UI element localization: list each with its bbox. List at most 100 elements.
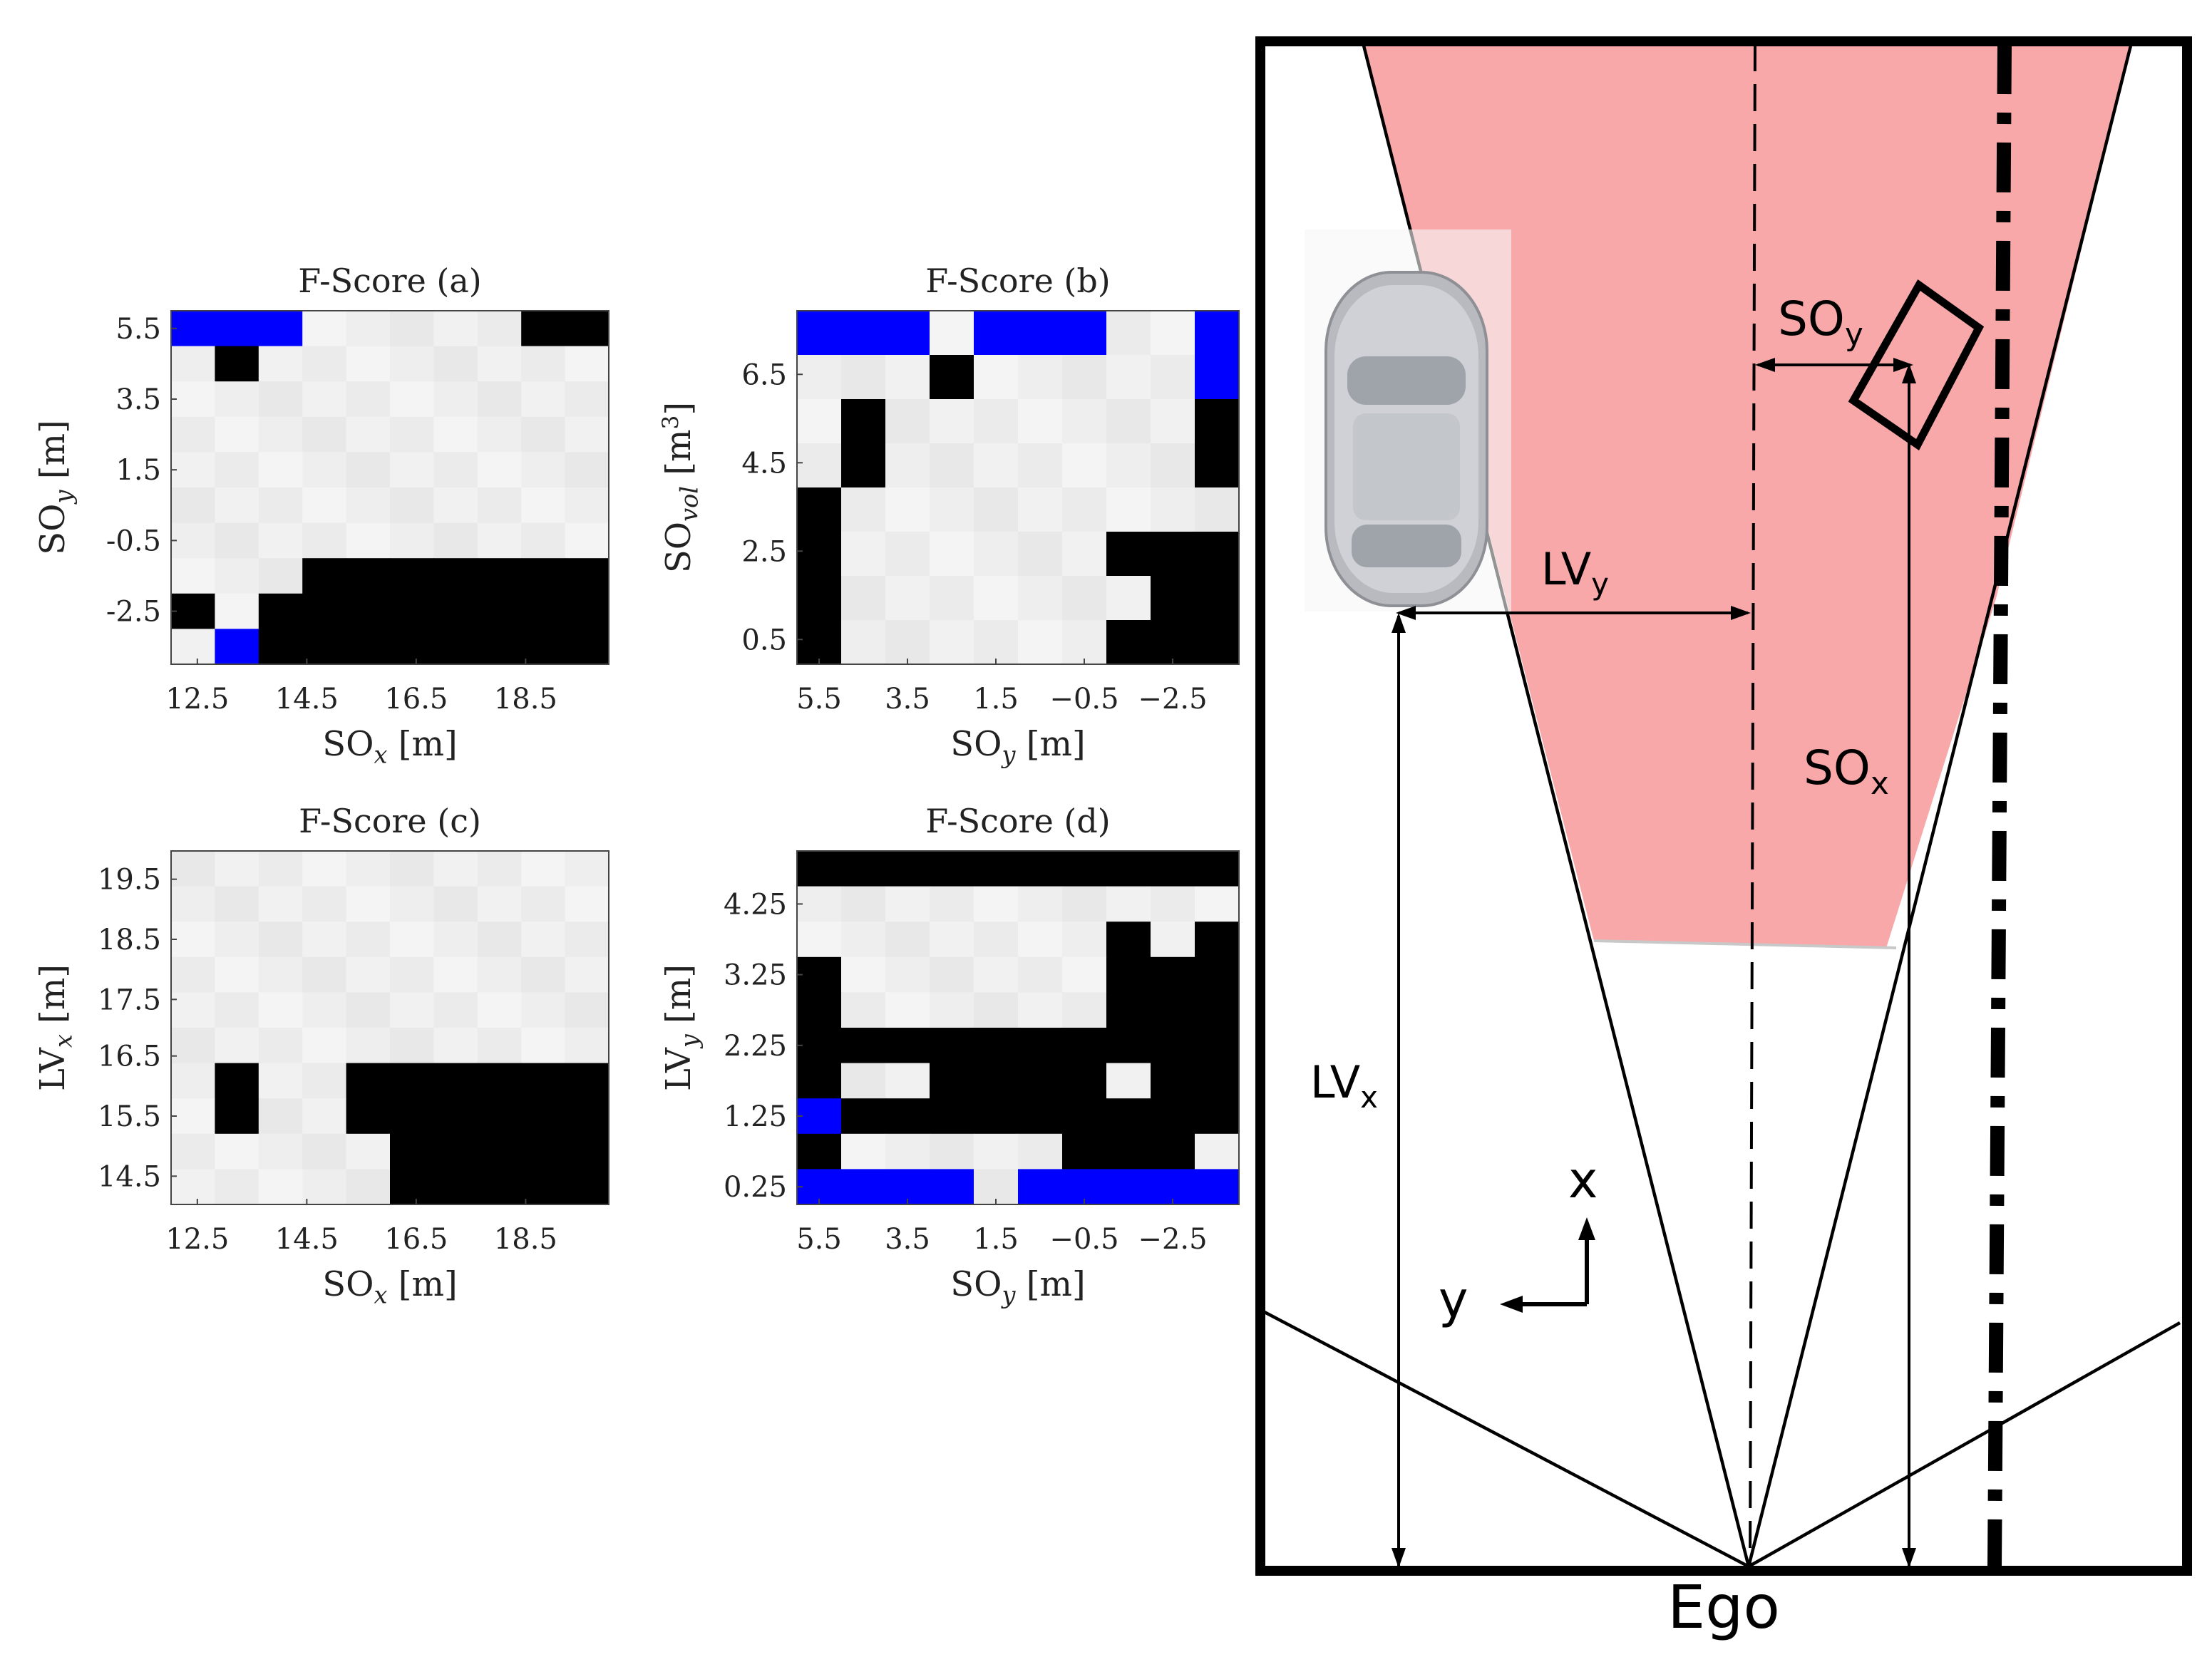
heatmap-cell	[258, 522, 303, 559]
heatmap-cell	[171, 346, 215, 382]
heatmap-cell	[1195, 532, 1240, 577]
x-axis-label: SOy [m]	[950, 1264, 1085, 1309]
heatmap-cell	[258, 1169, 303, 1205]
y-tick-label: 6.5	[741, 358, 787, 391]
heatmap-border	[796, 850, 1240, 1205]
heatmap-cell	[477, 346, 522, 382]
heatmap-cell	[258, 992, 303, 1028]
heatmap-cell	[171, 558, 215, 594]
heatmap-cell	[1151, 1028, 1195, 1064]
heatmap-cell	[1106, 1133, 1151, 1170]
heatmap-cell	[1062, 443, 1107, 488]
so-x-dimension	[1902, 363, 1916, 1568]
heatmap-cell	[1151, 992, 1195, 1028]
heatmap-cell	[1106, 1169, 1151, 1205]
heatmap-cell	[1151, 576, 1195, 621]
heatmap-cell	[390, 452, 434, 488]
heatmap-cell	[841, 443, 886, 488]
heatmap-cell	[477, 956, 522, 993]
heatmap-cell	[841, 532, 886, 577]
heatmap-cell	[346, 1063, 391, 1099]
heatmap-cell	[302, 346, 347, 382]
heatmap-cell	[477, 992, 522, 1028]
heatmap-cell	[974, 311, 1019, 356]
heatmap-cell	[930, 487, 974, 532]
heatmap-cell	[565, 956, 609, 993]
heatmap-cell	[841, 1028, 886, 1064]
heatmap-cell	[390, 487, 434, 524]
heatmap-cell	[1195, 487, 1240, 532]
heatmap-cell	[1151, 956, 1195, 993]
heatmap-cell	[974, 532, 1019, 577]
heatmap-cell	[1018, 1133, 1063, 1170]
heatmap-cell	[258, 1133, 303, 1170]
heatmap-cell	[1062, 956, 1107, 993]
heatmap-cell	[521, 1169, 566, 1205]
heatmap-cell	[390, 346, 434, 382]
heatmap-cell	[521, 886, 566, 922]
y-tick-label: 19.5	[98, 864, 161, 897]
heatmap-cell	[258, 629, 303, 665]
heatmap-cell	[346, 956, 391, 993]
heatmap-cell	[1106, 922, 1151, 958]
lv-x-label: LVx	[1310, 1056, 1378, 1115]
heatmap-cell	[841, 992, 886, 1028]
heatmap-cell	[521, 416, 566, 453]
heatmap-cell	[258, 311, 303, 347]
y-tick-label: 0.25	[724, 1171, 787, 1204]
y-tick-label: 0.5	[741, 624, 787, 656]
heatmap-cell	[565, 1133, 609, 1170]
heatmap-cell	[565, 922, 609, 958]
heatmap-cell	[302, 593, 347, 629]
y-tick-label: 2.5	[741, 535, 787, 568]
heatmap-cell	[565, 886, 609, 922]
heatmap-cell	[390, 1169, 434, 1205]
heatmap-cell	[565, 346, 609, 382]
detection-zone-bottom-edge	[1593, 939, 1897, 949]
heatmap-cell	[258, 487, 303, 524]
heatmap-cell	[797, 1063, 842, 1099]
heatmap-cell	[1106, 355, 1151, 400]
y-tick-label: 1.5	[115, 454, 161, 487]
heatmap-cell	[433, 487, 478, 524]
heatmap-cell	[1062, 886, 1107, 922]
heatmap-cell	[477, 886, 522, 922]
heatmap-cell	[521, 452, 566, 488]
heatmap-cell	[521, 593, 566, 629]
heatmap-cell	[1195, 620, 1240, 665]
heatmap-cell	[477, 1098, 522, 1135]
heatmap-cell	[433, 1098, 478, 1135]
heatmap-cell	[885, 311, 930, 356]
heatmap-cell	[390, 558, 434, 594]
heatmap-cell	[521, 956, 566, 993]
heatmap-cell	[930, 399, 974, 444]
heatmap-cell	[215, 851, 259, 887]
heatmap-cell	[974, 487, 1019, 532]
near-field-left-edge	[1262, 1310, 1750, 1568]
heatmap-cell	[565, 558, 609, 594]
heatmap-cell	[797, 532, 842, 577]
heatmap-cell	[1195, 576, 1240, 621]
heatmap-cell	[1151, 1133, 1195, 1170]
x-tick-label: −2.5	[1138, 683, 1207, 716]
heatmap-cell	[1151, 851, 1195, 887]
heatmap-cell	[215, 629, 259, 665]
heatmap-cell	[390, 1098, 434, 1135]
heatmap-cell	[1151, 443, 1195, 488]
heatmap-cell	[974, 851, 1019, 887]
cone-right-edge	[1747, 42, 2134, 1567]
heatmap-cell	[1106, 620, 1151, 665]
heatmap-cell	[521, 558, 566, 594]
heatmap-cell	[1062, 922, 1107, 958]
heatmap-cell	[346, 992, 391, 1028]
heatmap-cell	[521, 381, 566, 418]
heatmap-cell	[974, 399, 1019, 444]
heatmap-cell	[215, 487, 259, 524]
heatmap-cell	[1062, 1028, 1107, 1064]
heatmap-cell	[930, 576, 974, 621]
heatmap-cell	[215, 593, 259, 629]
heatmap-cell	[521, 1133, 566, 1170]
heatmap-cell	[302, 886, 347, 922]
heatmap-cell	[1106, 487, 1151, 532]
